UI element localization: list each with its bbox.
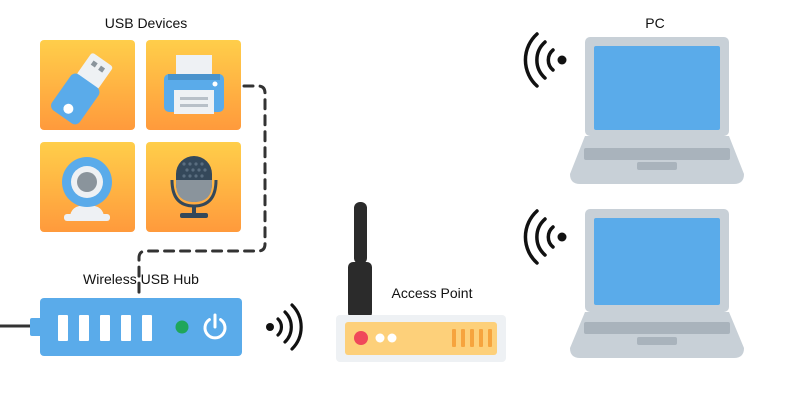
wifi-signal-icon: [523, 32, 567, 88]
access-point: [336, 202, 506, 362]
status-led: [354, 331, 368, 345]
pc-label: PC: [645, 15, 664, 31]
usb-device-tile-microphone: [146, 142, 241, 232]
usb-devices-label: USB Devices: [105, 15, 187, 31]
wireless-usb-hub: [30, 298, 242, 356]
access-point-label: Access Point: [392, 285, 473, 301]
printer-icon: [164, 55, 224, 114]
usb-device-tile-webcam: [40, 142, 135, 232]
antenna: [354, 202, 367, 264]
usb-port: [58, 315, 68, 341]
status-led: [175, 320, 189, 334]
wireless-usb-hub-label: Wireless USB Hub: [83, 271, 199, 287]
power-icon: [203, 313, 227, 340]
microphone-icon: [170, 156, 218, 218]
wifi-signal-icon: [523, 209, 567, 265]
usb-cable-connector: [137, 84, 267, 300]
usb-port: [79, 315, 89, 341]
webcam-icon: [62, 157, 112, 221]
usb-port: [100, 315, 110, 341]
usb-port: [121, 315, 131, 341]
usb-port: [142, 315, 152, 341]
laptop-screen: [594, 218, 720, 305]
wifi-signal-icon: [266, 303, 303, 351]
status-led: [387, 333, 397, 343]
laptop-icon: [570, 37, 744, 184]
laptop-screen: [594, 46, 720, 130]
laptop-icon: [570, 209, 744, 358]
usb-flash-drive-icon: [51, 53, 113, 125]
usb-device-tile-flash-drive: [40, 40, 135, 130]
status-led: [375, 333, 385, 343]
usb-device-tile-printer: [146, 40, 241, 130]
